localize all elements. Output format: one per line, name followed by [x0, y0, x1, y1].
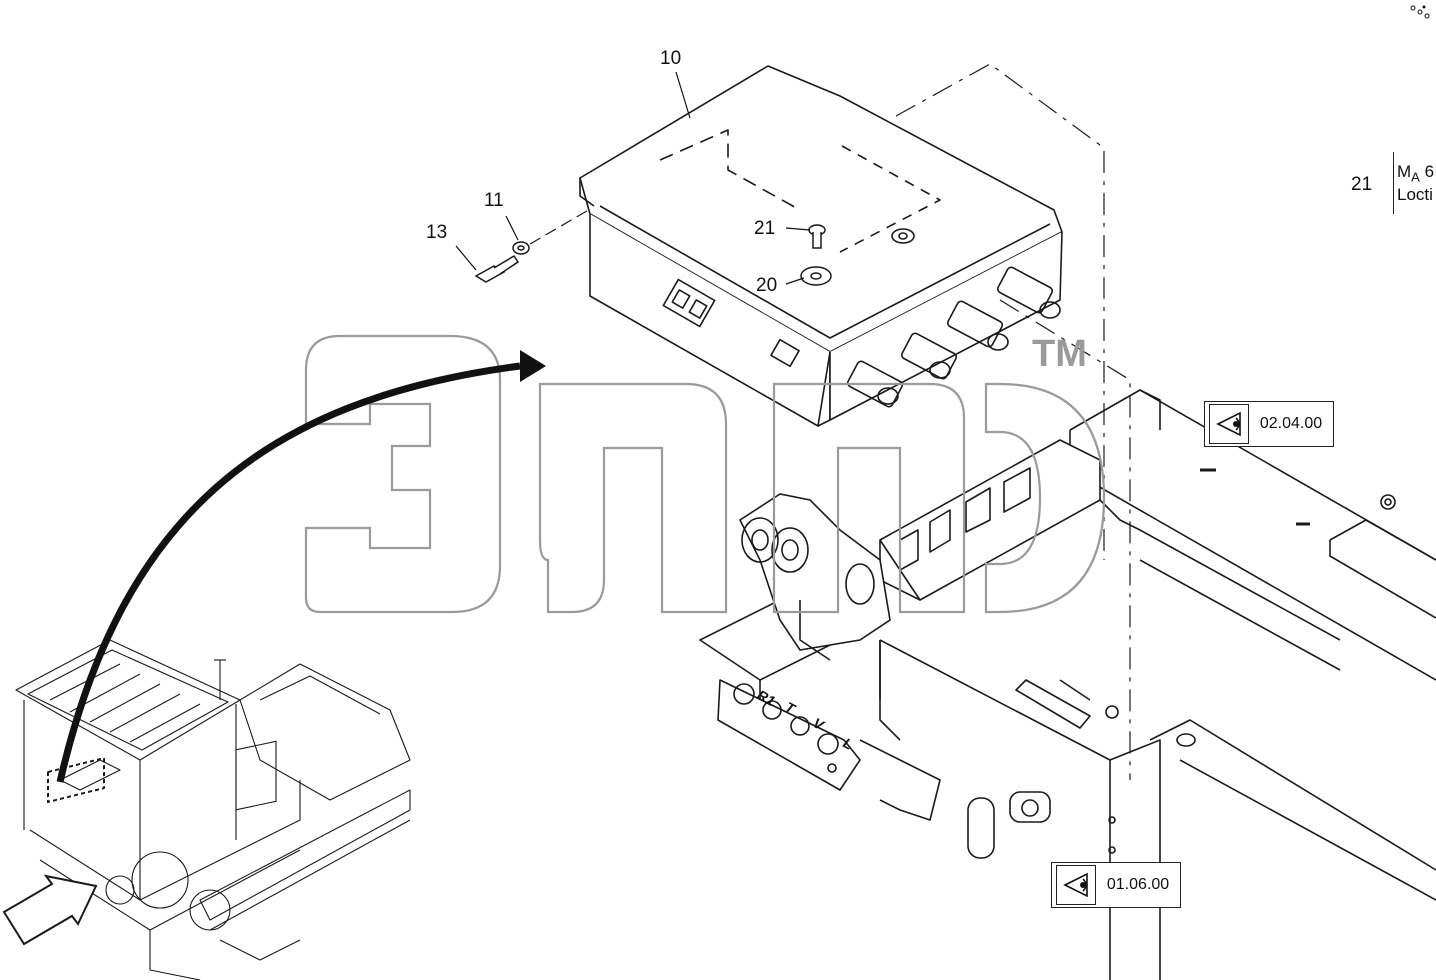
corner-mark-icon [1410, 5, 1430, 19]
machine-overview [15, 639, 411, 980]
mounting-line [895, 63, 1105, 560]
reference-code: 01.06.00 [1106, 876, 1170, 893]
washer-item-20 [800, 266, 832, 286]
mounting-line-2 [999, 299, 1131, 780]
callout-20: 20 [756, 275, 805, 296]
screw-item-13 [474, 254, 520, 283]
svg-text:13: 13 [426, 222, 447, 243]
callout-10: 10 [660, 48, 691, 119]
control-box [579, 65, 1063, 427]
svg-text:11: 11 [484, 190, 504, 211]
callout-13: 13 [426, 222, 477, 271]
callout-11: 11 [484, 190, 519, 241]
assembly-line [529, 207, 593, 245]
callout-21: 21 [754, 218, 811, 239]
reference-box-02-04-00[interactable]: 02.04.00 [1204, 401, 1334, 447]
location-arrow [2, 874, 98, 946]
svg-text:21: 21 [754, 218, 775, 239]
torque-value: MA 6 [1397, 162, 1435, 185]
torque-divider [1393, 152, 1394, 214]
watermark [304, 334, 1106, 614]
svg-text:20: 20 [756, 275, 777, 296]
svg-text:R1: R1 [755, 687, 779, 710]
view-reference-icon [1056, 865, 1096, 905]
watermark-trademark: TM [1032, 333, 1087, 375]
reference-box-01-06-00[interactable]: 01.06.00 [1051, 862, 1181, 908]
torque-item-number: 21 [1351, 174, 1373, 195]
view-reference-icon [1209, 404, 1249, 444]
reference-code: 02.04.00 [1259, 415, 1323, 432]
detail-arrow [56, 362, 521, 783]
thread-locker: Locti [1397, 185, 1433, 204]
detail-arrowhead [520, 350, 546, 382]
washer-item-11 [512, 241, 530, 255]
svg-text:10: 10 [660, 48, 681, 69]
